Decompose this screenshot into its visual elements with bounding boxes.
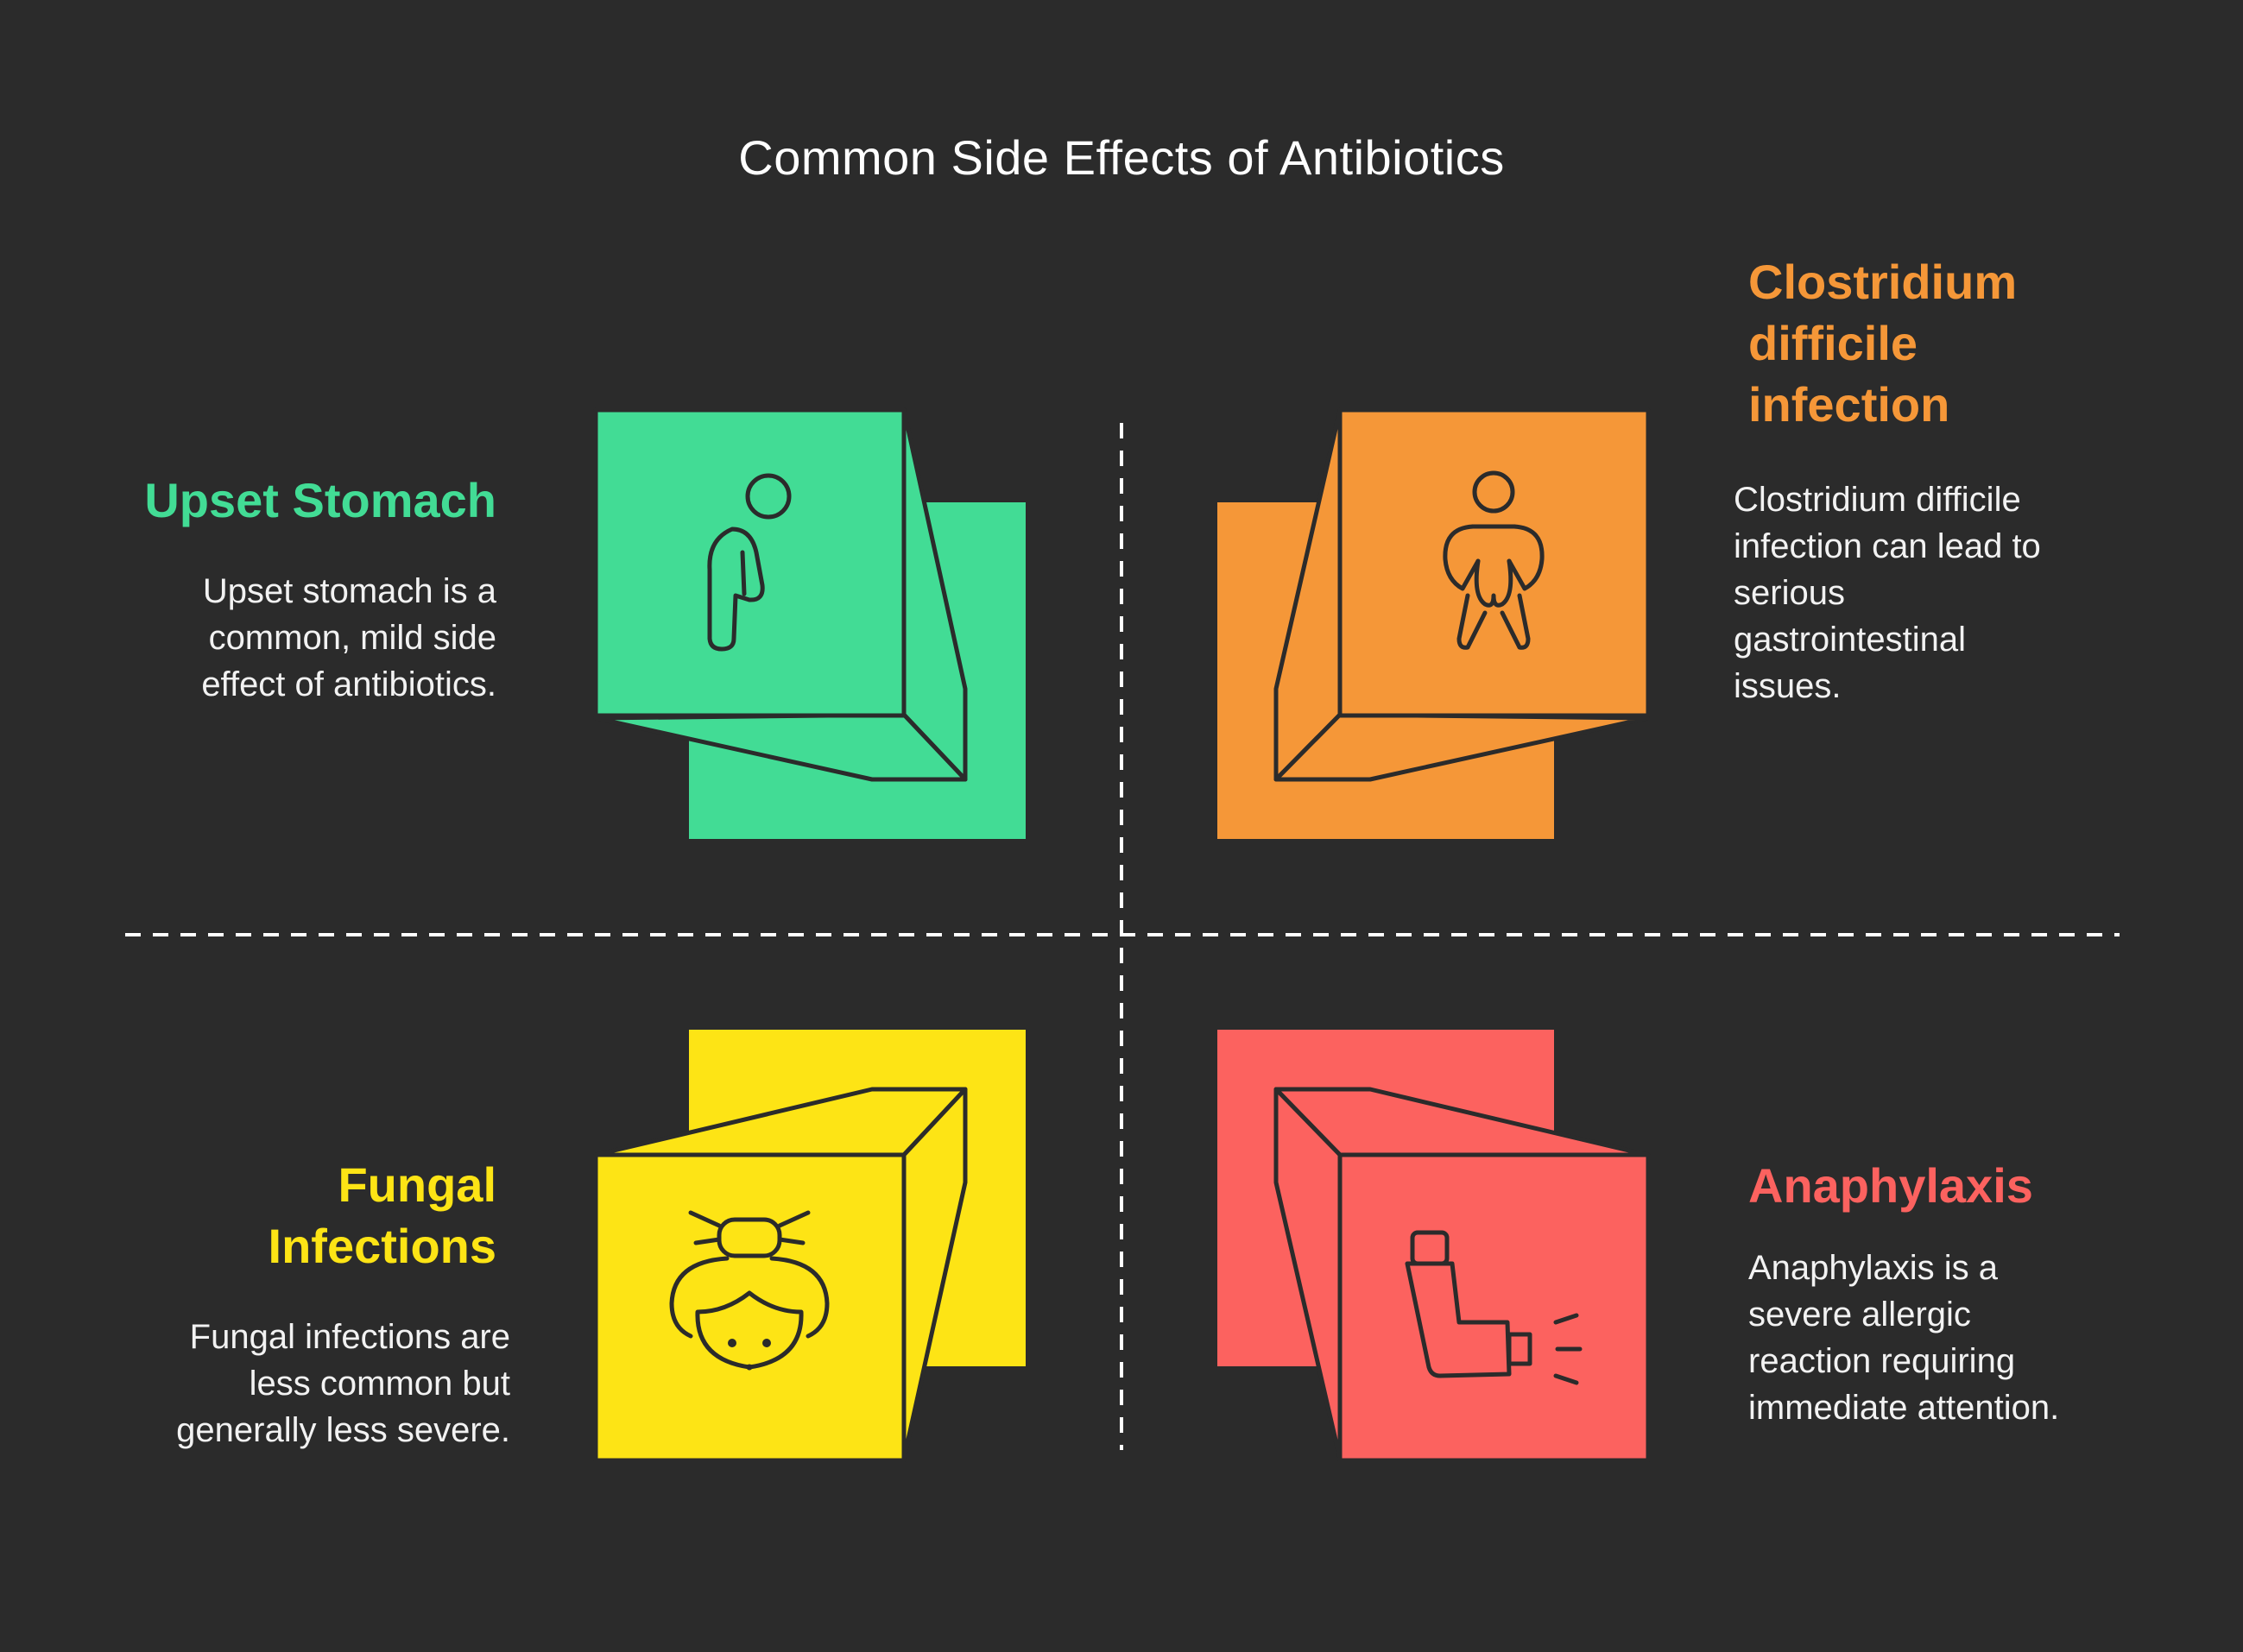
anaphylaxis-desc-line: severe allergic — [1748, 1296, 1971, 1334]
upset-stomach-heading: Upset Stomach — [144, 473, 496, 527]
fungal-heading-line: Fungal — [338, 1157, 496, 1212]
upset-stomach-description: Upset stomach is a common, mild side eff… — [201, 568, 496, 708]
inhaler-icon — [1405, 1230, 1583, 1385]
page-title: Common Side Effects of Antibiotics — [738, 130, 1505, 185]
fungal-desc-line: less common but — [249, 1365, 510, 1403]
clostridium-desc-line: serious — [1734, 574, 1845, 612]
clostridium-heading-line: Clostridium — [1748, 255, 2018, 309]
fungal-heading: Fungal Infections — [269, 1154, 496, 1277]
anaphylaxis-description: Anaphylaxis is a severe allergic reactio… — [1748, 1245, 2059, 1431]
fungal-block — [593, 1030, 1026, 1463]
fungal-heading-line: Infections — [268, 1219, 496, 1273]
clostridium-desc-line: gastrointestinal — [1734, 621, 1967, 659]
anaphylaxis-desc-line: immediate attention. — [1748, 1389, 2060, 1427]
clostridium-heading: Clostridium difficile infection — [1748, 251, 2017, 435]
person-holding-stomach-icon — [707, 473, 792, 652]
anaphylaxis-heading: Anaphylaxis — [1748, 1158, 2033, 1213]
person-diarrhea-icon — [1443, 470, 1545, 650]
fungal-desc-line: generally less severe. — [176, 1411, 510, 1449]
clostridium-desc-line: Clostridium difficile — [1734, 481, 2021, 519]
clostridium-block — [1217, 407, 1651, 839]
anaphylaxis-desc-line: reaction requiring — [1748, 1342, 2016, 1380]
upset-stomach-block — [593, 407, 1026, 839]
upset-stomach-desc-line: Upset stomach is a — [202, 572, 496, 610]
fungal-description: Fungal infections are less common but ge… — [176, 1314, 510, 1453]
clostridium-desc-line: infection can lead to — [1734, 527, 2041, 565]
fungal-desc-line: Fungal infections are — [189, 1318, 510, 1356]
anaphylaxis-block — [1217, 1030, 1651, 1463]
upset-stomach-desc-line: effect of antibiotics. — [201, 665, 496, 703]
upset-stomach-desc-line: common, mild side — [208, 619, 496, 657]
anaphylaxis-desc-line: Anaphylaxis is a — [1748, 1249, 1999, 1287]
clostridium-desc-line: issues. — [1734, 667, 1842, 705]
clostridium-description: Clostridium difficile infection can lead… — [1734, 476, 2041, 709]
clostridium-heading-line: infection — [1748, 377, 1950, 432]
face-with-bun-icon — [669, 1210, 830, 1371]
clostridium-heading-line: difficile — [1748, 316, 1918, 370]
